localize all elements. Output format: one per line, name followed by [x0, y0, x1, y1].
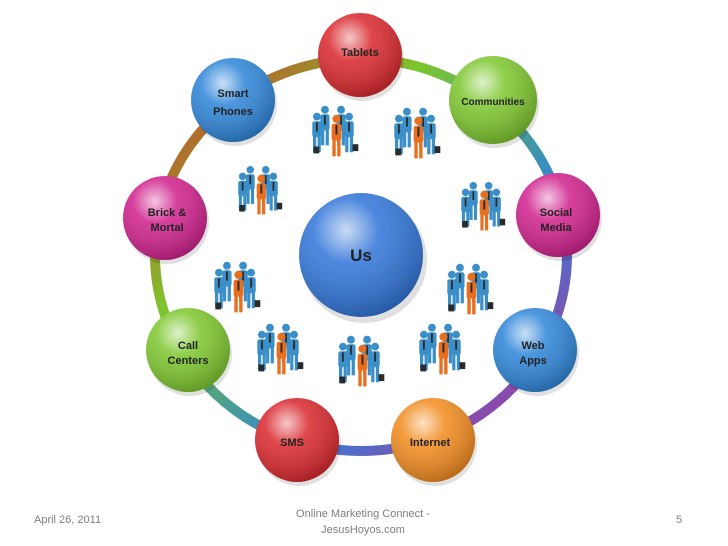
node-web-apps-label: Web — [521, 340, 544, 352]
footer-date: April 26, 2011 — [34, 514, 102, 526]
node-social-media-label: Media — [540, 222, 572, 234]
people-group-lower-left — [257, 323, 304, 375]
node-brick-mortal-label: Brick & — [148, 207, 187, 219]
people-group-middle-left — [214, 261, 261, 313]
footer-center-line1: Online Marketing Connect - — [296, 508, 430, 520]
people-group-upper-left — [238, 166, 283, 215]
people-group-lower-center — [338, 335, 385, 387]
footer-center-line2: JesusHoyos.com — [321, 524, 405, 536]
footer-page-number: 5 — [676, 514, 683, 526]
node-tablets: Tablets — [318, 13, 404, 101]
node-smart-phones-label: Phones — [213, 106, 253, 118]
node-brick-mortal: Brick & Mortal — [123, 176, 209, 264]
node-sms-label: SMS — [280, 437, 304, 449]
people-group-middle-right — [447, 263, 494, 315]
node-web-apps-label: Apps — [519, 355, 547, 367]
node-sms: SMS — [255, 398, 341, 486]
node-call-centers-label: Centers — [168, 355, 209, 367]
node-smart-phones-label: Smart — [217, 88, 249, 100]
center-node: Us — [299, 193, 427, 323]
people-group-top-left — [312, 105, 359, 157]
node-social-media-label: Social — [540, 207, 572, 219]
node-internet: Internet — [391, 398, 477, 486]
node-internet-label: Internet — [410, 437, 451, 449]
node-call-centers-label: Call — [178, 340, 198, 352]
people-group-upper-right — [461, 182, 506, 231]
footer-center-text: Online Marketing Connect - JesusHoyos.co… — [278, 506, 448, 538]
node-communities-label: Communities — [461, 97, 525, 108]
center-label: Us — [350, 246, 372, 265]
node-communities: Communities — [449, 56, 539, 148]
node-tablets-label: Tablets — [341, 47, 379, 59]
people-group-lower-right — [419, 323, 466, 375]
people-group-top-right — [394, 107, 441, 159]
node-brick-mortal-label: Mortal — [151, 222, 184, 234]
